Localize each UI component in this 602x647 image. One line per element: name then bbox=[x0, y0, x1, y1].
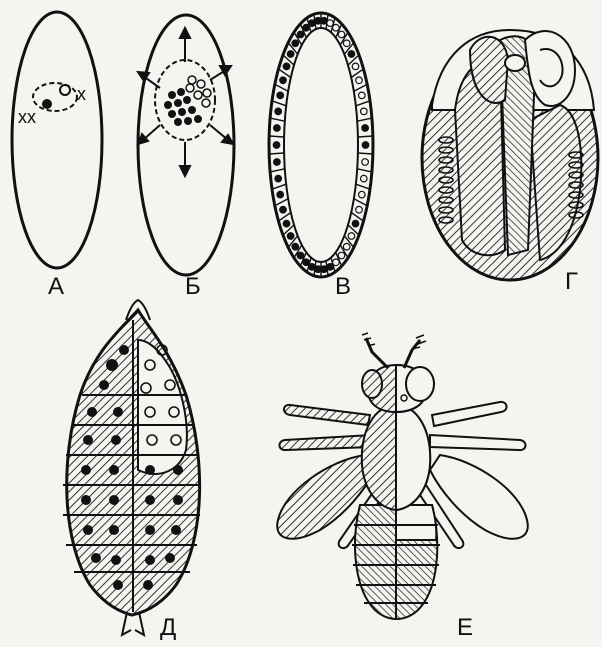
blastoderm-nucleus bbox=[292, 243, 299, 250]
blastoderm-nucleus bbox=[356, 206, 363, 213]
label-d: Д bbox=[160, 616, 176, 640]
blastoderm-nucleus bbox=[361, 175, 368, 182]
blastoderm-nucleus bbox=[362, 142, 369, 149]
label-g: Г bbox=[565, 270, 578, 294]
blastoderm-nucleus bbox=[362, 125, 369, 132]
nuclei-cluster bbox=[164, 88, 202, 126]
blastoderm-cell-wall bbox=[275, 84, 288, 91]
anterior-pole-g bbox=[505, 55, 525, 71]
nucleus-membrane-a bbox=[33, 83, 77, 111]
blastoderm-nucleus bbox=[277, 191, 284, 198]
blastoderm-nucleus bbox=[362, 159, 369, 166]
blastoderm-nucleus bbox=[292, 40, 299, 47]
blastoderm-cell-wall bbox=[351, 213, 363, 222]
antenna-right bbox=[404, 340, 420, 368]
stage-g-embryo bbox=[422, 30, 598, 280]
blastoderm-nucleus bbox=[275, 175, 282, 182]
blastoderm-nucleus bbox=[274, 159, 281, 166]
blastoderm-nucleus bbox=[333, 24, 340, 31]
blastoderm-nucleus bbox=[287, 51, 294, 58]
blastoderm-cell-wall bbox=[270, 169, 285, 172]
blastoderm-cell-wall bbox=[279, 69, 291, 78]
blastoderm-nucleus bbox=[297, 31, 304, 38]
blastoderm-nucleus bbox=[343, 40, 350, 47]
blastoderm-cell-wall bbox=[275, 199, 288, 206]
leg-right-2 bbox=[430, 435, 526, 450]
chromosome-marks-right: x bbox=[77, 84, 86, 104]
blastoderm-nucleus bbox=[273, 142, 280, 149]
blastoderm-nucleus bbox=[359, 92, 366, 99]
label-e: Е bbox=[457, 616, 473, 640]
male-pronucleus bbox=[60, 85, 70, 95]
stage-d-larva bbox=[63, 300, 200, 635]
blastoderm-nucleus bbox=[303, 259, 310, 266]
label-a: А bbox=[48, 275, 64, 299]
blastoderm-cell-wall bbox=[358, 153, 373, 154]
abdomen-light bbox=[396, 505, 436, 540]
blastoderm-cell-wall bbox=[356, 184, 370, 189]
blastoderm-cell-wall bbox=[354, 199, 367, 206]
female-pronucleus bbox=[42, 99, 52, 109]
eye-left bbox=[362, 370, 382, 398]
blastoderm-nucleus bbox=[274, 125, 281, 132]
blastoderm-cell-wall bbox=[354, 84, 367, 91]
blastoderm-cell-wall bbox=[358, 136, 373, 137]
blastoderm-nucleus bbox=[343, 243, 350, 250]
blastoderm-nucleus bbox=[283, 63, 290, 70]
blastoderm-inner bbox=[284, 28, 358, 262]
antenna-left bbox=[366, 338, 388, 368]
blastoderm-nucleus bbox=[280, 206, 287, 213]
blastoderm-cell-wall bbox=[272, 184, 286, 189]
blastoderm-nucleus bbox=[352, 220, 359, 227]
blastoderm-nucleus bbox=[356, 77, 363, 84]
eye-right bbox=[406, 367, 434, 401]
blastoderm-cell-wall bbox=[351, 69, 363, 78]
blastoderm-cell-wall bbox=[272, 101, 286, 106]
blastoderm-cell-wall bbox=[269, 153, 284, 154]
blastoderm-cell-wall bbox=[357, 169, 372, 172]
blastoderm-nucleus bbox=[287, 233, 294, 240]
stage-b-cleavage bbox=[138, 15, 234, 275]
larva-light-right bbox=[138, 340, 187, 474]
blastoderm-nucleus bbox=[338, 31, 345, 38]
blastoderm-cell-wall bbox=[356, 101, 370, 106]
blastoderm-nucleus bbox=[280, 77, 287, 84]
blastoderm-nucleus bbox=[359, 191, 366, 198]
stage-v-blastoderm bbox=[269, 13, 373, 277]
blastoderm-nucleus bbox=[277, 92, 284, 99]
leg-right-1 bbox=[432, 402, 507, 426]
egg-outline-a bbox=[12, 12, 102, 268]
blastoderm-cell-wall bbox=[279, 213, 291, 222]
blastoderm-nucleus bbox=[283, 220, 290, 227]
stage-e-adult-fly bbox=[277, 333, 528, 620]
blastoderm-nucleus bbox=[348, 51, 355, 58]
blastoderm-nucleus bbox=[338, 252, 345, 259]
chromosome-marks-left: xx bbox=[18, 107, 36, 127]
label-v: В bbox=[335, 275, 351, 299]
label-b: Б bbox=[185, 275, 201, 299]
stage-a-zygote: xx x bbox=[12, 12, 102, 268]
leg-left-1 bbox=[284, 405, 370, 425]
blastoderm-cell-wall bbox=[269, 136, 284, 137]
blastoderm-cell-wall bbox=[270, 118, 285, 121]
blastoderm-nucleus bbox=[275, 108, 282, 115]
blastoderm-nucleus bbox=[361, 108, 368, 115]
leg-left-2 bbox=[279, 435, 372, 450]
blastoderm-nucleus bbox=[348, 233, 355, 240]
blastoderm-cell-wall bbox=[357, 118, 372, 121]
blastoderm-nucleus bbox=[297, 252, 304, 259]
blastoderm-nucleus bbox=[352, 63, 359, 70]
